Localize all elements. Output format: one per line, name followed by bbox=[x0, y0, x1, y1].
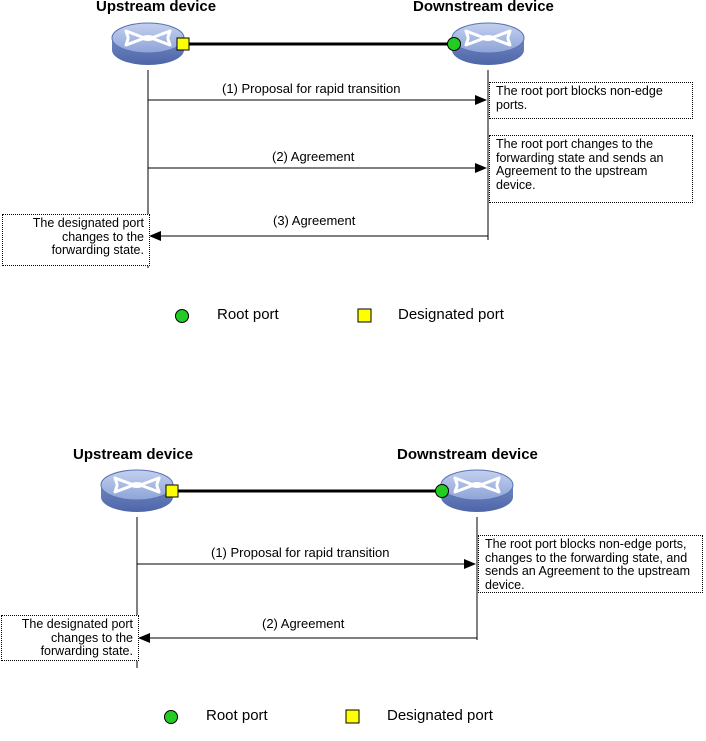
root-port-circle bbox=[447, 37, 461, 51]
legend-root-port-icon bbox=[164, 710, 178, 724]
msg3-label: (3) Agreement bbox=[273, 213, 356, 228]
root-port-circle bbox=[435, 484, 449, 498]
upstream-router-icon bbox=[99, 468, 175, 514]
upstream-router-icon bbox=[110, 21, 186, 67]
note3: The designated port changes to the forwa… bbox=[2, 214, 150, 266]
note2: The root port changes to the forwarding … bbox=[489, 135, 693, 203]
msg1-label: (1) Proposal for rapid transition bbox=[222, 81, 401, 96]
upstream-device-title: Upstream device bbox=[73, 446, 194, 463]
downstream-device-title: Downstream device bbox=[413, 0, 554, 15]
diagram2 bbox=[99, 468, 515, 724]
upstream-device-title: Upstream device bbox=[96, 0, 217, 15]
msg2-label: (2) Agreement bbox=[262, 616, 345, 631]
msg1-label: (1) Proposal for rapid transition bbox=[211, 545, 390, 560]
note1: The root port blocks non-edge ports, cha… bbox=[478, 535, 703, 593]
downstream-router-icon bbox=[439, 468, 515, 514]
note1: The root port blocks non-edge ports. bbox=[489, 82, 693, 119]
legend-designated-port-label: Designated port bbox=[387, 707, 493, 724]
downstream-device-title: Downstream device bbox=[397, 446, 538, 463]
legend-root-port-label: Root port bbox=[206, 707, 268, 724]
downstream-router-icon bbox=[450, 21, 526, 67]
msg2-label: (2) Agreement bbox=[272, 149, 355, 164]
legend-designated-port-icon bbox=[345, 709, 360, 724]
note2: The designated port changes to the forwa… bbox=[1, 615, 139, 661]
legend-root-port-icon bbox=[175, 309, 189, 323]
diagram1 bbox=[110, 21, 526, 323]
legend-root-port-label: Root port bbox=[217, 306, 279, 323]
designated-port-square bbox=[165, 484, 179, 498]
designated-port-square bbox=[176, 37, 190, 51]
legend-designated-port-label: Designated port bbox=[398, 306, 504, 323]
legend-designated-port-icon bbox=[357, 308, 372, 323]
